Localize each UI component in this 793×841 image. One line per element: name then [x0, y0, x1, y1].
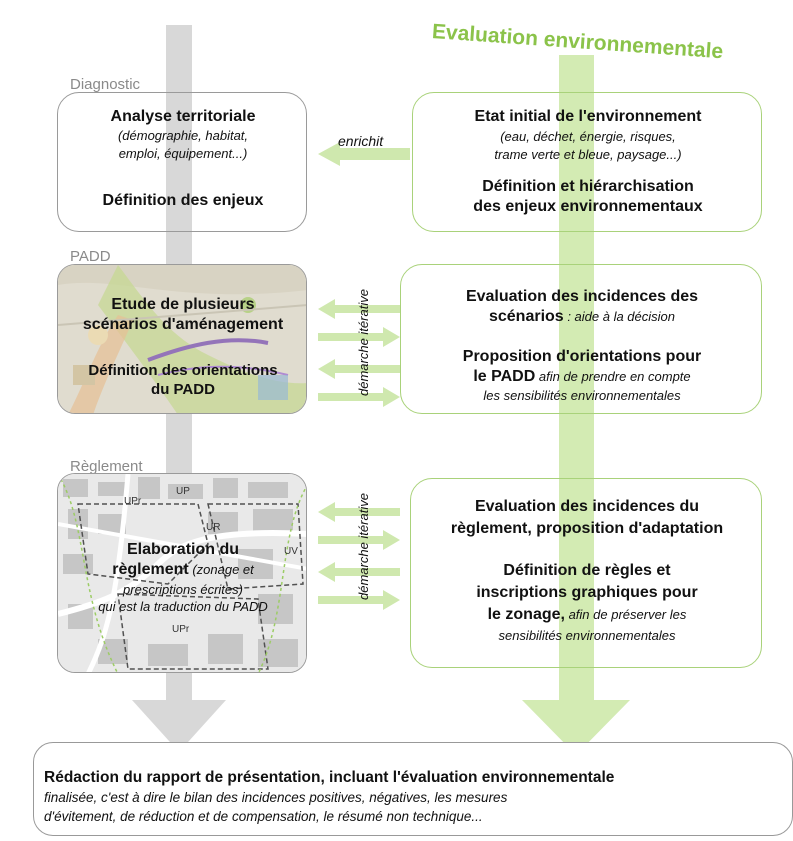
- analyse-details-2: emploi, équipement...): [118, 146, 248, 161]
- map-label-ur: UR: [206, 522, 221, 533]
- prescriptions-ecrites: prescriptions écrites): [123, 582, 243, 597]
- afin-preserver: afin de préserver les: [564, 607, 687, 622]
- section-label-padd: PADD: [70, 248, 111, 265]
- diagnostic-left-box: Analyse territoriale (démographie, habit…: [57, 92, 307, 232]
- proposition-orientations-1: Proposition d'orientations pour: [462, 348, 702, 365]
- reglement-right-box: Evaluation des incidences du règlement, …: [410, 478, 762, 668]
- sensibilites-env: les sensibilités environnementales: [483, 388, 681, 403]
- zonage-et: (zonage et: [188, 562, 254, 577]
- section-label-reglement: Règlement: [70, 458, 143, 475]
- elaboration-reglement-2: règlement (zonage et: [58, 560, 306, 580]
- enjeux-env-1: Définition et hiérarchisation: [482, 178, 694, 195]
- etat-initial-details-2: trame verte et bleue, paysage...): [494, 147, 682, 162]
- enrichit-label: enrichit: [338, 133, 384, 149]
- rapport-title: Rédaction du rapport de présentation, in…: [44, 769, 615, 786]
- rapport-presentation-box: Rédaction du rapport de présentation, in…: [33, 742, 793, 836]
- reglement-bold: règlement: [112, 561, 189, 578]
- reglement-iterative-arrows: [318, 502, 400, 610]
- enjeux-env-2: des enjeux environnementaux: [473, 198, 703, 215]
- green-flow-arrow: [522, 55, 630, 755]
- le-padd-bold: le PADD: [473, 368, 536, 385]
- definition-orientations-2: du PADD: [151, 381, 215, 398]
- definition-regles-1: Définition de règles et: [503, 562, 671, 579]
- afin-prendre: afin de prendre en compte: [535, 369, 691, 384]
- proposition-orientations-2: le PADD afin de prendre en compte: [401, 367, 763, 387]
- padd-right-box: Evaluation des incidences des scénarios …: [400, 264, 762, 414]
- definition-regles-2: inscriptions graphiques pour: [476, 584, 698, 601]
- eval-incidences-scenarios-1: Evaluation des incidences des: [465, 288, 699, 305]
- definition-orientations-1: Définition des orientations: [88, 362, 278, 379]
- etat-initial-details-1: (eau, déchet, énergie, risques,: [500, 129, 676, 144]
- padd-plan-image: Etude de plusieurs scénarios d'aménageme…: [57, 264, 307, 414]
- sensibilites-env-reglement: sensibilités environnementales: [498, 628, 676, 643]
- aide-decision: : aide à la décision: [563, 309, 675, 324]
- section-label-diagnostic: Diagnostic: [70, 76, 141, 93]
- eval-incidences-scenarios-2: scénarios : aide à la décision: [401, 307, 763, 327]
- etude-scenarios-2: scénarios d'aménagement: [82, 316, 284, 333]
- definition-enjeux: Définition des enjeux: [102, 192, 264, 209]
- map-label-upr-bottom: UPr: [172, 624, 190, 635]
- analyse-details-1: (démographie, habitat,: [117, 128, 249, 143]
- etude-scenarios-1: Etude de plusieurs: [111, 296, 255, 313]
- rapport-line-3: d'évitement, de réduction et de compensa…: [44, 809, 483, 824]
- enrichit-arrow: [318, 142, 410, 166]
- reglement-map-image: UP UR UPr UV UPr Elaboration du règlemen…: [57, 473, 307, 673]
- analyse-title: Analyse territoriale: [110, 108, 256, 125]
- le-zonage-bold: le zonage,: [487, 606, 565, 623]
- eval-incidences-reglement-1: Evaluation des incidences du: [474, 498, 700, 515]
- definition-regles-3: le zonage, afin de préserver les: [411, 605, 763, 625]
- padd-iterative-label: démarche itérative: [356, 289, 371, 396]
- padd-iterative-arrows: [318, 299, 400, 407]
- eval-incidences-reglement-2: règlement, proposition d'adaptation: [450, 520, 724, 537]
- map-label-up: UP: [176, 486, 190, 497]
- elaboration-reglement-1: Elaboration du: [127, 541, 239, 558]
- map-label-upr-top: UPr: [124, 496, 142, 507]
- map-label-uv: UV: [284, 546, 298, 557]
- etat-initial-title: Etat initial de l'environnement: [474, 108, 702, 125]
- urban-plan-illustration: [58, 265, 306, 413]
- scenarios-bold: scénarios: [488, 308, 564, 325]
- zoning-map-illustration: [58, 474, 306, 672]
- reglement-iterative-label: démarche itérative: [356, 493, 371, 600]
- diagnostic-right-box: Etat initial de l'environnement (eau, dé…: [412, 92, 762, 232]
- rapport-line-2: finalisée, c'est à dire le bilan des inc…: [44, 790, 508, 805]
- traduction-padd: qui est la traduction du PADD: [98, 599, 268, 614]
